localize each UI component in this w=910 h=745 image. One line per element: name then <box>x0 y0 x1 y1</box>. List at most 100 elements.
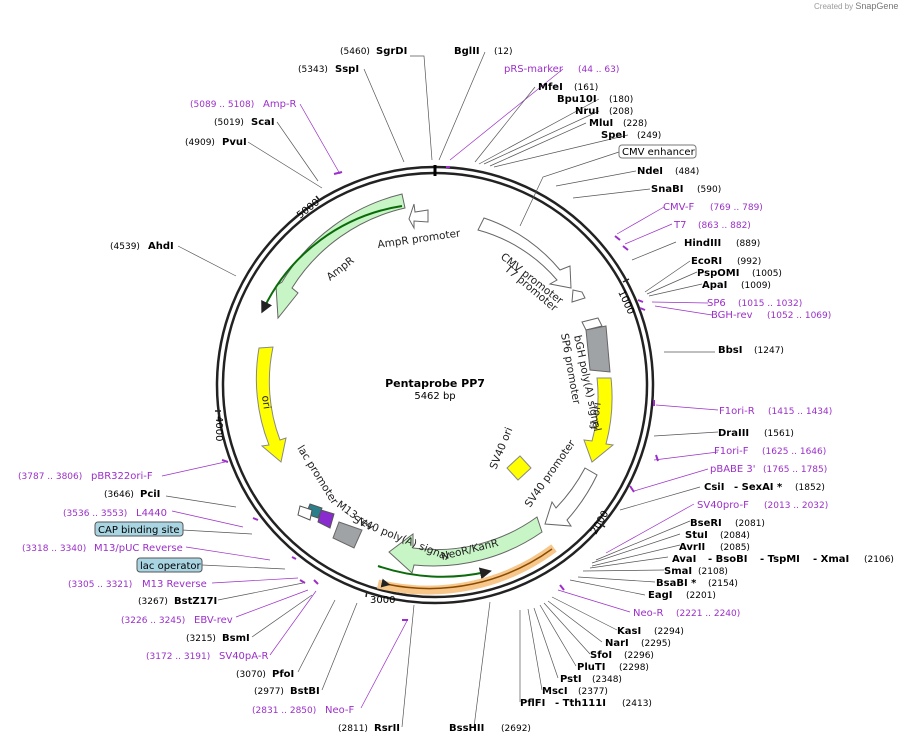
f1-ori-arrow <box>583 377 615 463</box>
site-pos-bsmi: (3215) <box>186 634 216 644</box>
site-pos-psti: (2348) <box>592 675 622 685</box>
site-name-pvui: PvuI <box>222 137 247 148</box>
site-pos-rsrii: (2811) <box>338 724 368 734</box>
cmv-enhancer-label: CMV enhancer <box>622 147 696 158</box>
site-name-sgrdi: SgrDI <box>376 46 407 57</box>
primer-pos-ebvrev: (3226 .. 3245) <box>121 616 185 626</box>
site-name-bsobi: - BsoBI <box>708 554 747 565</box>
primer-pos-sv40par: (3172 .. 3191) <box>146 652 210 662</box>
primer-pos-f1orir: (1415 .. 1434) <box>768 407 832 417</box>
site-pos-pvui: (4909) <box>185 138 215 148</box>
site-name-draiii: DraIII <box>718 428 749 439</box>
primer-pos-bghrev: (1052 .. 1069) <box>767 311 831 321</box>
lac-promoter-arrow <box>297 505 313 521</box>
site-name-mfei: MfeI <box>538 82 563 93</box>
site-pos-bpu10i: (180) <box>609 95 633 105</box>
site-pos-bstbi: (2977) <box>254 687 284 697</box>
primer-pos-neof: (2831 .. 2850) <box>252 706 316 716</box>
site-pos-ahdi: (4539) <box>110 242 140 252</box>
cmv-promoter-arrow <box>477 217 572 289</box>
site-name-bseri: BseRI <box>690 518 722 529</box>
site-pos-csii: (1852) <box>795 483 825 493</box>
site-pos-apai: (1009) <box>741 281 771 291</box>
sv40-polya <box>332 521 363 549</box>
site-pos-stui: (2084) <box>720 531 750 541</box>
cmv-promoter-label: CMV promoter <box>498 251 566 307</box>
site-pos-bbsi: (1247) <box>754 346 784 356</box>
site-name-bsshii: BssHII <box>449 723 484 734</box>
site-pos-pcii: (3646) <box>104 490 134 500</box>
site-pos-bglii: (12) <box>494 47 512 57</box>
site-pos-hindiii: (889) <box>736 239 760 249</box>
ampr-green-line <box>261 205 403 314</box>
site-name-xmai: - XmaI <box>813 554 849 565</box>
primer-name-ampr: Amp-R <box>263 99 297 110</box>
primer-name-m13puc: M13/pUC Reverse <box>94 543 183 554</box>
site-name-bglii: BglII <box>454 46 480 57</box>
neor-arrow <box>388 516 543 574</box>
plasmid-length: 5462 bp <box>414 391 455 402</box>
site-pos-smai: (2108) <box>698 567 728 577</box>
site-pos-tth111i: (2413) <box>622 699 652 709</box>
site-pos-avai: (2106) <box>864 555 894 565</box>
site-name-pfoi: PfoI <box>272 669 294 680</box>
primer-name-l4440: L4440 <box>136 508 167 519</box>
site-name-pflfi: PflFI <box>520 698 545 709</box>
site-pos-pspomi: (1005) <box>752 269 782 279</box>
primer-name-t7: T7 <box>673 220 686 231</box>
site-name-pcii: PciI <box>140 489 160 500</box>
site-pos-sfoi: (2296) <box>624 651 654 661</box>
primer-pos-t7: (863 .. 882) <box>698 221 751 231</box>
site-pos-bsshii: (2692) <box>501 724 531 734</box>
plasmid-title: Pentaprobe PP7 5462 bp <box>385 377 485 402</box>
site-pos-mfei: (161) <box>574 83 598 93</box>
primer-name-neor: Neo-R <box>633 608 664 619</box>
bgh-polya <box>585 325 611 373</box>
site-pos-mlui: (228) <box>623 119 647 129</box>
site-name-rsrii: RsrII <box>374 723 400 734</box>
primer-pos-sp6: (1015 .. 1032) <box>738 299 802 309</box>
m13-rev-feature <box>317 509 335 529</box>
primer-name-neof: Neo-F <box>325 705 355 716</box>
primer-name-cmvf: CMV-F <box>663 202 694 213</box>
primer-name-sv40par: SV40pA-R <box>219 651 268 662</box>
site-name-spei: SpeI <box>601 130 626 141</box>
site-name-kasi: KasI <box>617 626 641 637</box>
site-name-pspomi: PspOMI <box>697 268 739 279</box>
site-name-ndei: NdeI <box>637 166 663 177</box>
t7-promoter-arrow <box>571 289 586 303</box>
site-name-bsabi: BsaBI * <box>656 578 697 589</box>
site-name-nrui: NruI <box>575 106 599 117</box>
site-name-avai: AvaI <box>672 554 696 565</box>
site-name-snabi: SnaBI <box>651 184 683 195</box>
site-pos-sspi: (5343) <box>298 65 328 75</box>
primer-name-ebvrev: EBV-rev <box>194 615 233 626</box>
site-pos-bseri: (2081) <box>735 519 765 529</box>
site-name-apai: ApaI <box>702 280 727 291</box>
cmv-enhancer-box <box>618 144 697 159</box>
primer-pos-f1orif: (1625 .. 1646) <box>762 447 826 457</box>
site-pos-nari: (2295) <box>641 639 671 649</box>
site-name-nari: NarI <box>605 638 629 649</box>
site-pos-avrii: (2085) <box>720 543 750 553</box>
site-name-mlui: MluI <box>589 118 613 129</box>
snapgene-logo: SnapGene <box>855 1 899 11</box>
site-pos-ecori: (992) <box>737 257 761 267</box>
ori-arrow <box>255 346 287 463</box>
primer-name-f1orif: F1ori-F <box>714 446 749 457</box>
site-pos-bsabi: (2154) <box>708 579 738 589</box>
primer-pos-l4440: (3536 .. 3553) <box>63 509 127 519</box>
lac-promoter-label: lac promoter <box>294 443 340 507</box>
site-pos-eagi: (2201) <box>686 591 716 601</box>
site-name-eagi: EagI <box>648 590 672 601</box>
primer-name-m13rev: M13 Reverse <box>142 579 207 590</box>
site-name-tth111i: - Tth111I <box>555 698 606 709</box>
site-name-pluti: PluTI <box>577 662 605 673</box>
site-name-msci: MscI <box>542 686 568 697</box>
features <box>255 193 615 595</box>
neor-brown-line <box>380 548 553 590</box>
site-pos-scai: (5019) <box>214 118 244 128</box>
ampr-label: AmpR <box>324 255 356 284</box>
site-pos-bstz17i: (3267) <box>138 597 168 607</box>
primer-name-pbr322: pBR322ori-F <box>91 471 153 482</box>
